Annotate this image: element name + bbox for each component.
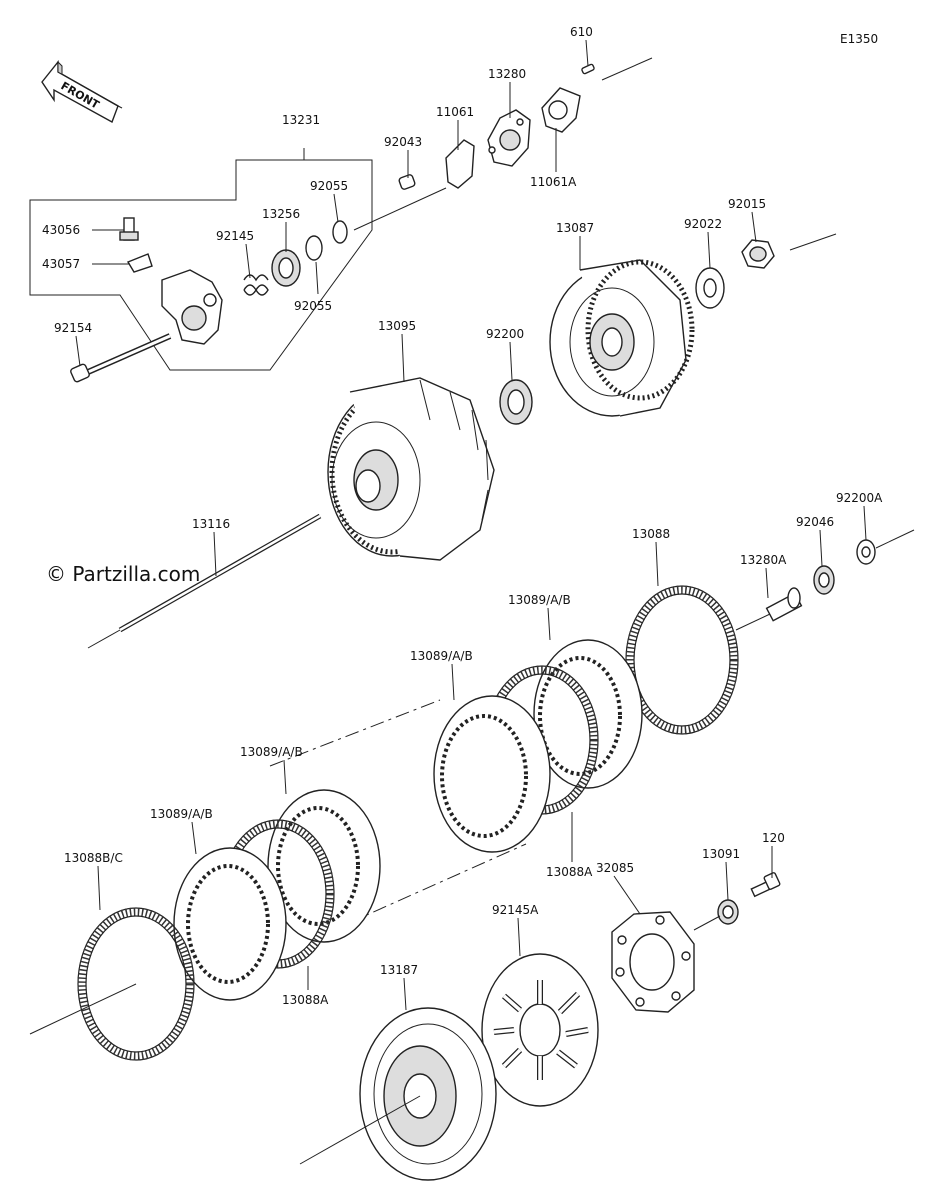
label-13088B-C: 13088B/C: [64, 851, 123, 865]
label-610: 610: [570, 25, 593, 39]
part-11061A-gasket[interactable]: [541, 87, 581, 133]
part-11061-gasket[interactable]: [445, 139, 475, 189]
part-92145A-spring-plate[interactable]: [481, 953, 599, 1107]
part-13231-lever[interactable]: [161, 269, 223, 345]
part-13087-clutch-hub[interactable]: [549, 259, 695, 417]
part-43056-bleeder[interactable]: [119, 217, 139, 241]
label-11061A: 11061A: [530, 175, 577, 189]
label-43057: 43057: [42, 257, 80, 271]
label-13256: 13256: [262, 207, 300, 221]
label-92154: 92154: [54, 321, 92, 335]
part-13088BC-friction-plate[interactable]: [77, 907, 195, 1061]
part-92055-oring-a[interactable]: [332, 220, 348, 244]
part-92015-nut[interactable]: [741, 239, 775, 269]
label-92055-a: 92055: [310, 179, 348, 193]
label-32085: 32085: [596, 861, 634, 875]
part-13089-steel-plate-c[interactable]: [267, 789, 381, 943]
label-92046: 92046: [796, 515, 834, 529]
front-arrow-icon: FRONT: [41, 60, 123, 124]
label-13280A: 13280A: [740, 553, 787, 567]
label-92200A: 92200A: [836, 491, 883, 505]
diagram-code: E1350: [840, 32, 878, 46]
part-13256-bearing[interactable]: [271, 249, 301, 287]
part-13280A-shaft[interactable]: [765, 587, 803, 622]
part-92022-washer[interactable]: [695, 267, 725, 309]
part-92046-bearing[interactable]: [813, 565, 835, 595]
label-13088A-b: 13088A: [282, 993, 329, 1007]
part-92043-pin[interactable]: [398, 174, 416, 190]
label-13089-b: 13089/A/B: [410, 649, 473, 663]
label-120: 120: [762, 831, 785, 845]
part-120-screw[interactable]: [750, 872, 781, 898]
part-92200-washer[interactable]: [499, 379, 533, 425]
label-13187: 13187: [380, 963, 418, 977]
label-11061: 11061: [436, 105, 474, 119]
watermark-text: © Partzilla.com: [46, 562, 201, 586]
part-32085-bracket[interactable]: [611, 911, 695, 1013]
label-92022: 92022: [684, 217, 722, 231]
label-92055-b: 92055: [294, 299, 332, 313]
part-13091-washer[interactable]: [717, 899, 739, 925]
label-92015: 92015: [728, 197, 766, 211]
label-13231: 13231: [282, 113, 320, 127]
label-92145A: 92145A: [492, 903, 539, 917]
label-92200: 92200: [486, 327, 524, 341]
label-13089-c: 13089/A/B: [240, 745, 303, 759]
label-13280: 13280: [488, 67, 526, 81]
label-13095: 13095: [378, 319, 416, 333]
label-13089-a: 13089/A/B: [508, 593, 571, 607]
label-13088: 13088: [632, 527, 670, 541]
part-13095-clutch-housing[interactable]: [327, 377, 495, 561]
part-13187-pressure-plate[interactable]: [359, 1007, 497, 1181]
part-92200A-washer[interactable]: [856, 539, 876, 565]
part-92154-bolt[interactable]: [70, 333, 172, 383]
label-13088A-a: 13088A: [546, 865, 593, 879]
part-43057-cap[interactable]: [126, 253, 153, 273]
label-13091: 13091: [702, 847, 740, 861]
label-13116: 13116: [192, 517, 230, 531]
leader-lines: [75, 39, 867, 1011]
label-92145: 92145: [216, 229, 254, 243]
part-92145-spring[interactable]: [243, 274, 269, 296]
part-13116-push-rod[interactable]: [118, 513, 322, 633]
part-13089-steel-plate-d[interactable]: [173, 847, 287, 1001]
part-13280-cover[interactable]: [487, 109, 531, 167]
label-13087: 13087: [556, 221, 594, 235]
part-610-pin[interactable]: [581, 63, 595, 75]
label-13089-d: 13089/A/B: [150, 807, 213, 821]
label-43056: 43056: [42, 223, 80, 237]
part-labels: 610 13280 11061 92043 11061A 13231 92055…: [42, 25, 883, 1007]
part-13088-friction-plate[interactable]: [625, 585, 739, 735]
part-92055-oring-b[interactable]: [305, 235, 323, 261]
label-92043: 92043: [384, 135, 422, 149]
part-13089-steel-plate-b[interactable]: [433, 695, 551, 853]
